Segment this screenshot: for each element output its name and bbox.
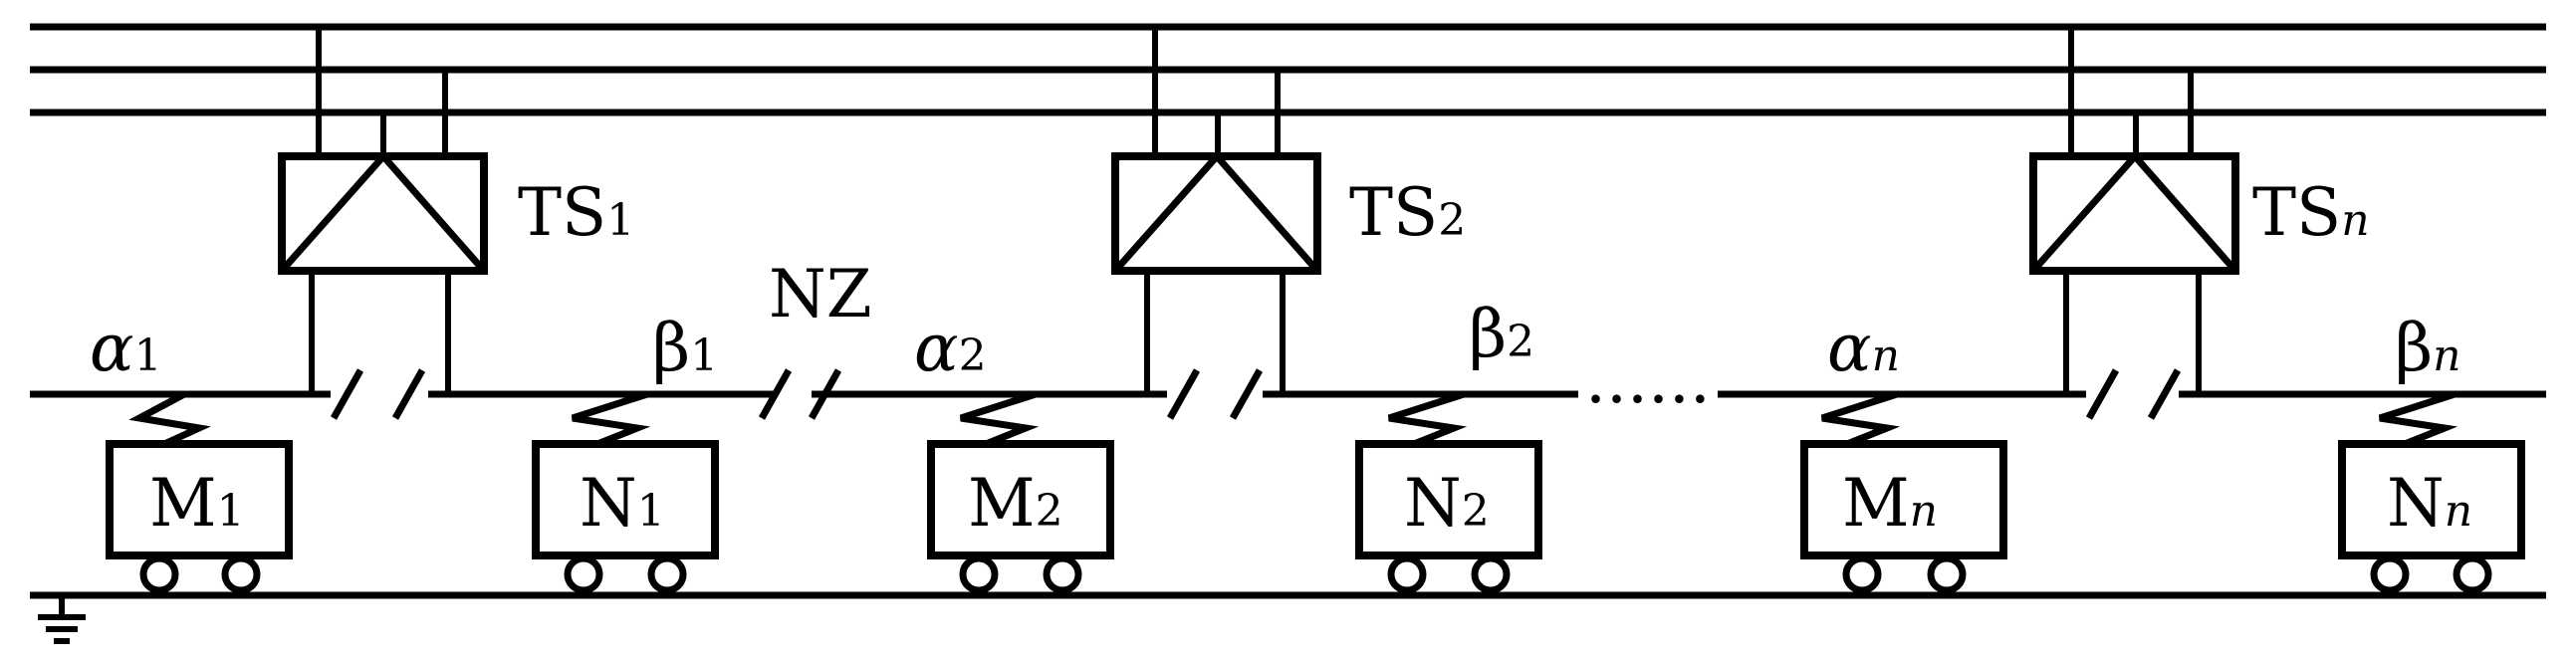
train-label: Mn <box>1842 465 1938 542</box>
section-insulator <box>2085 368 2182 420</box>
train-label: Nn <box>2387 465 2472 542</box>
wheel-icon <box>1043 554 1082 594</box>
section-label-alpha-1: α1 <box>90 310 162 386</box>
section-insulator <box>330 368 426 420</box>
substation-1: TS1 <box>278 27 634 394</box>
transformer-icon <box>278 150 488 275</box>
train-body <box>927 440 1114 559</box>
train-label: N1 <box>580 465 665 542</box>
train-body <box>1800 440 2007 559</box>
train-body <box>532 440 719 559</box>
neutral-zone-insulator <box>758 368 842 420</box>
wheel-icon <box>1927 554 1967 594</box>
substation-n: TSn <box>2029 27 2370 394</box>
catenary: ...... NZ <box>30 256 2546 420</box>
substation-label: TS2 <box>1349 174 1466 251</box>
train-body <box>106 440 293 559</box>
train-body <box>2338 440 2525 559</box>
section-labels: α1 β1 α2 β2 αn βn <box>90 296 2461 386</box>
ground-icon <box>38 595 86 644</box>
section-label-alpha-2: α2 <box>914 310 987 386</box>
pantograph-icon <box>571 390 651 448</box>
wheel-icon <box>1387 554 1427 594</box>
section-label-beta-1: β1 <box>652 310 718 386</box>
wheel-icon <box>139 554 179 594</box>
transformer-icon <box>1111 150 1321 275</box>
section-label-beta-2: β2 <box>1469 296 1534 372</box>
wheel-icon <box>647 554 687 594</box>
train-m1: M1 <box>106 390 293 594</box>
train-label: M2 <box>968 465 1063 542</box>
substation-2: TS2 <box>1111 27 1466 394</box>
three-phase-grid <box>30 23 2546 116</box>
section-label-beta-n: βn <box>2395 310 2461 386</box>
wheel-icon <box>221 554 261 594</box>
train-nn: Nn <box>2338 390 2525 594</box>
wheel-icon <box>2453 554 2492 594</box>
pantograph-icon <box>959 390 1040 448</box>
train-n1: N1 <box>532 390 719 594</box>
wheel-icon <box>1842 554 1882 594</box>
section-label-alpha-n: αn <box>1827 310 1900 386</box>
wheel-icon <box>1471 554 1511 594</box>
section-insulator <box>1166 368 1264 420</box>
ellipsis: ...... <box>1585 341 1711 418</box>
wheel-icon <box>959 554 999 594</box>
wheel-icon <box>564 554 603 594</box>
pantograph-icon <box>128 390 211 448</box>
train-mn: Mn <box>1800 390 2007 594</box>
train-label: M1 <box>149 465 245 542</box>
pantograph-icon <box>2378 390 2459 448</box>
pantograph-icon <box>1387 390 1468 448</box>
substation-label: TS1 <box>518 174 634 251</box>
neutral-zone-label: NZ <box>769 256 872 332</box>
wheel-icon <box>2370 554 2410 594</box>
substation-label: TSn <box>2252 174 2370 251</box>
train-label: N2 <box>1404 465 1490 542</box>
train-n2: N2 <box>1355 390 1542 594</box>
pantograph-icon <box>1820 390 1901 448</box>
transformer-icon <box>2029 150 2239 275</box>
train-m2: M2 <box>927 390 1114 594</box>
train-body <box>1355 440 1542 559</box>
